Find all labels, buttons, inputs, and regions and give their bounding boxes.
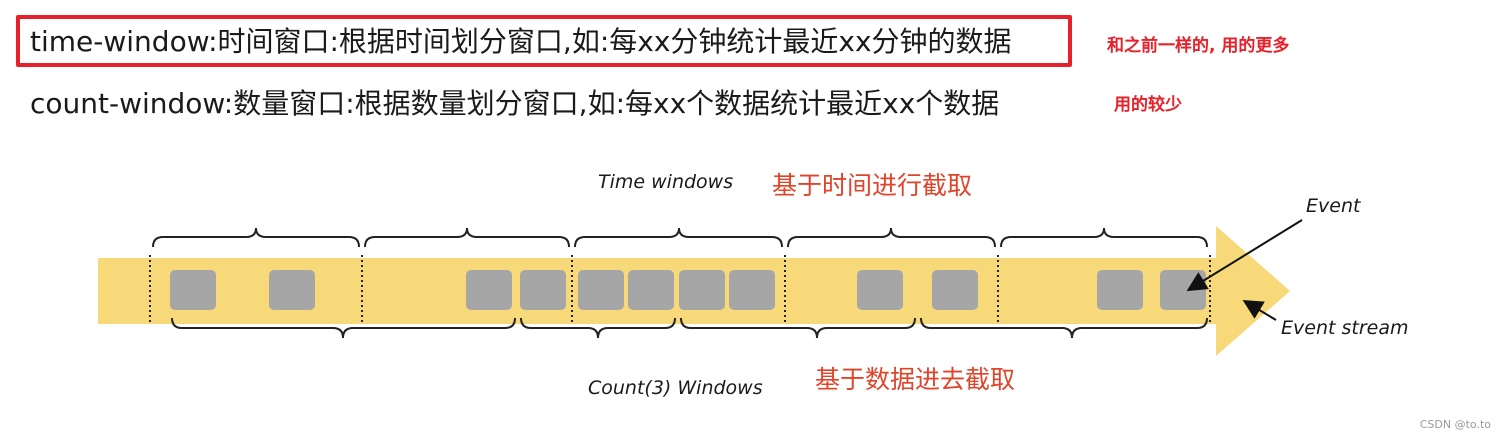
- count-window-description: count-window:数量窗口:根据数量划分窗口,如:每xx个数据统计最近x…: [30, 87, 1000, 120]
- event-box: [932, 270, 978, 310]
- time-windows-cn-label: 基于时间进行截取: [772, 171, 972, 200]
- event-box: [520, 270, 566, 310]
- time-window-braces: [152, 227, 1208, 248]
- event-box: [466, 270, 512, 310]
- count-window-braces: [171, 317, 1208, 339]
- count-windows-label: Count(3) Windows: [588, 377, 763, 399]
- event-box: [729, 270, 775, 310]
- count-windows-cn-label: 基于数据进去截取: [815, 365, 1015, 394]
- event-pointer-arrow: [1186, 219, 1303, 292]
- event-box: [269, 270, 315, 310]
- event-stream-label: Event stream: [1281, 317, 1408, 339]
- time-window-highlight-box: [16, 15, 1072, 67]
- time-window-description: time-window:时间窗口:根据时间划分窗口,如:每xx分钟统计最近xx分…: [30, 25, 1012, 58]
- event-label: Event: [1306, 195, 1362, 217]
- time-windows-label: Time windows: [598, 171, 733, 193]
- window-separators: [149, 255, 1211, 325]
- watermark: CSDN @to.to: [1419, 418, 1491, 431]
- event-box: [1160, 270, 1206, 310]
- event-box: [170, 270, 216, 310]
- event-boxes: [170, 270, 1206, 310]
- time-window-note: 和之前一样的, 用的更多: [1107, 36, 1290, 56]
- event-box: [679, 270, 725, 310]
- event-stream-pointer-arrow: [1242, 299, 1277, 321]
- event-box: [628, 270, 674, 310]
- event-box: [578, 270, 624, 310]
- count-window-note: 用的较少: [1114, 95, 1182, 115]
- event-box: [857, 270, 903, 310]
- event-box: [1097, 270, 1143, 310]
